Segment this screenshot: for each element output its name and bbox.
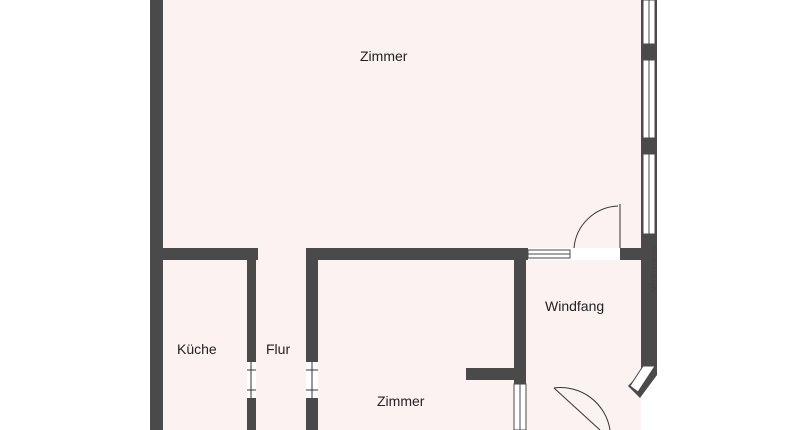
door-leaf-entry bbox=[553, 387, 601, 430]
floor-kueche bbox=[163, 260, 247, 430]
wall-stub bbox=[466, 368, 526, 380]
doors bbox=[247, 204, 621, 430]
wall-right-lower bbox=[641, 262, 657, 362]
floor-zimmer-bottom bbox=[318, 260, 514, 430]
room-label-zimmer-top: Zimmer bbox=[360, 48, 408, 64]
room-label-kueche: Küche bbox=[177, 341, 217, 357]
wall-flur-zimmer-upper bbox=[306, 260, 318, 362]
window-bay bbox=[629, 365, 656, 393]
wall-horizontal-right bbox=[620, 248, 657, 260]
floor-flur bbox=[256, 248, 306, 430]
room-label-flur: Flur bbox=[266, 341, 291, 357]
door-arc-entry bbox=[553, 387, 611, 430]
wall-zimmer-windfang bbox=[514, 248, 526, 380]
door-arc-windfang-top bbox=[573, 205, 619, 249]
wall-kueche-flur-upper bbox=[247, 260, 256, 362]
floor-windfang bbox=[524, 260, 641, 430]
brand-watermark: McGrundriss bbox=[650, 246, 659, 292]
floor-zimmer-top bbox=[163, 0, 641, 248]
wall-horizontal-mid bbox=[306, 248, 528, 260]
wall-flur-zimmer-lower bbox=[306, 398, 318, 430]
wall-left-outer bbox=[150, 0, 163, 430]
windows-right bbox=[513, 0, 656, 430]
room-label-zimmer-bottom: Zimmer bbox=[377, 393, 425, 409]
room-label-windfang: Windfang bbox=[545, 298, 605, 314]
wall-horizontal-left bbox=[163, 248, 258, 260]
wall-kueche-flur-lower bbox=[247, 398, 256, 430]
